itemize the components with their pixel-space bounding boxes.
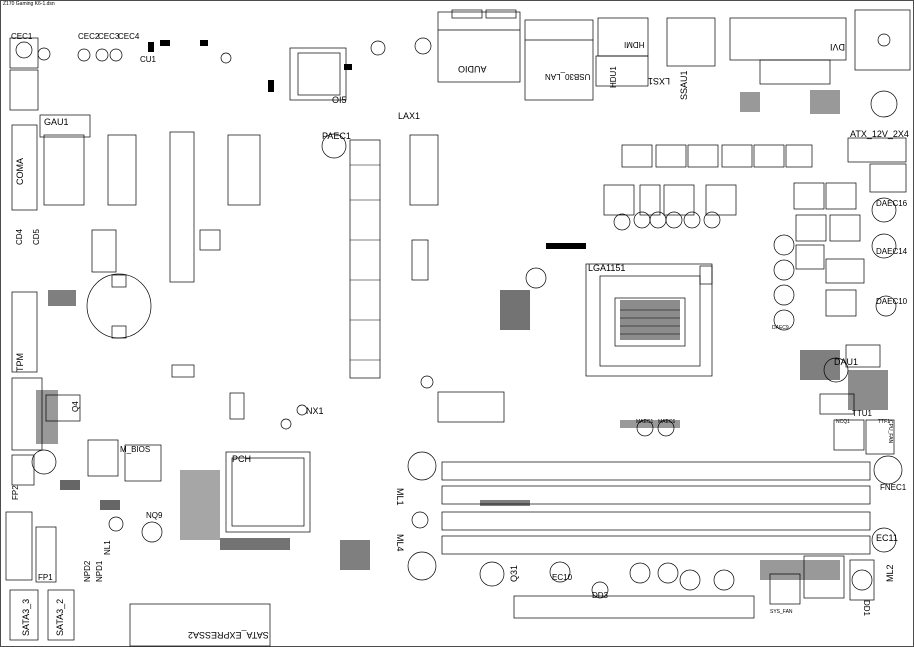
usb-lxs-connector xyxy=(666,17,716,67)
label-ttu1: TTU1 xyxy=(852,409,872,418)
label-sys-fan: SYS_FAN xyxy=(770,609,793,615)
label-cec2: CEC2 xyxy=(78,32,100,41)
label-lax1: LAX1 xyxy=(398,111,421,121)
label-sata-express: SATA_EXPRESSA2 xyxy=(188,630,269,640)
label-ttf1: TTF1 xyxy=(878,419,890,425)
dimm-slot-1 xyxy=(441,461,871,481)
label-daec9: DAEC9 xyxy=(772,325,789,331)
dimm-slot-4 xyxy=(441,535,871,555)
label-fp2: FP2 xyxy=(11,485,20,500)
label-coma: COMA xyxy=(15,158,25,185)
dvi-connector xyxy=(729,17,847,85)
label-daec16: DAEC16 xyxy=(876,199,908,208)
label-m-bios: M_BIOS xyxy=(120,445,151,454)
sio-chip xyxy=(297,52,341,96)
label-tpm: TPM xyxy=(15,353,25,372)
label-maec6: MAEC6 xyxy=(658,419,676,425)
label-fnec1: FNEC1 xyxy=(880,483,907,492)
cpu-socket xyxy=(585,263,713,377)
dimm-slot-2 xyxy=(441,485,871,505)
label-ec11: EC11 xyxy=(876,533,898,543)
label-fp1: FP1 xyxy=(38,573,53,582)
label-hdmi: HDMI xyxy=(624,40,645,49)
gau1-block xyxy=(39,114,91,138)
label-dd1: DD1 xyxy=(862,600,871,617)
label-ec10: EC10 xyxy=(552,573,573,582)
label-nl1: NL1 xyxy=(103,540,112,555)
label-ml2: ML2 xyxy=(885,564,895,582)
sata-express-connector xyxy=(129,603,271,647)
label-q31: Q31 xyxy=(509,564,519,582)
label-nx1: NX1 xyxy=(306,406,324,416)
label-usb30-lan: USB30_LAN xyxy=(545,72,591,81)
label-sata3-2: SATA3_2 xyxy=(55,598,65,636)
label-ml4: ML4 xyxy=(395,534,405,552)
file-title: Z170 Gaming K6-1.dsn xyxy=(3,1,55,7)
label-ncq1: NCQ1 xyxy=(836,419,850,425)
label-atx12v: ATX_12V_2X4 xyxy=(850,129,909,139)
label-dd3: DD3 xyxy=(592,591,609,600)
audio-connector xyxy=(437,9,521,83)
label-hdu1: HDU1 xyxy=(609,66,618,88)
label-npd2: NPD2 xyxy=(83,560,92,582)
label-nq9: NQ9 xyxy=(146,511,163,520)
label-sata3-3: SATA3_3 xyxy=(21,598,31,636)
label-ml1: ML1 xyxy=(395,488,405,506)
label-cec4: CEC4 xyxy=(118,32,140,41)
usb30-lan-connector xyxy=(524,19,594,101)
label-q4: Q4 xyxy=(71,401,80,412)
label-npd1: NPD1 xyxy=(95,560,104,582)
label-maec1: MAEC1 xyxy=(636,419,654,425)
label-audio: AUDIO xyxy=(458,64,487,74)
coma-connector xyxy=(11,124,38,211)
dimm-slot-3 xyxy=(441,511,871,531)
label-cec3: CEC3 xyxy=(98,32,120,41)
label-paec1: PAEC1 xyxy=(322,131,351,141)
label-dvi: DVI xyxy=(830,42,846,52)
label-oi5: OI5 xyxy=(332,95,347,105)
label-gau1: GAU1 xyxy=(44,117,69,127)
label-lga1151: LGA1151 xyxy=(588,263,626,273)
label-ssau1: SSAU1 xyxy=(679,70,689,100)
atx12v-connector xyxy=(847,137,907,163)
label-daec14: DAEC14 xyxy=(876,247,908,256)
sata3-3-connector xyxy=(9,589,39,641)
label-daec10: DAEC10 xyxy=(876,297,908,306)
ps2-connector xyxy=(854,9,911,71)
pcie-slot-1 xyxy=(349,139,381,379)
label-cec1: CEC1 xyxy=(11,32,33,41)
pch-chip xyxy=(231,457,305,527)
sata3-2-connector xyxy=(47,589,75,641)
label-cd4: CD4 xyxy=(15,228,24,245)
label-cd5: CD5 xyxy=(32,228,41,245)
label-cu1: CU1 xyxy=(140,55,157,64)
label-pch: PCH xyxy=(232,454,252,464)
label-lxs1: LXS1 xyxy=(648,76,671,86)
cmos-battery xyxy=(86,273,152,339)
cec-block xyxy=(9,37,39,69)
label-dau1: DAU1 xyxy=(834,357,859,367)
hdmi-connector xyxy=(595,17,649,87)
